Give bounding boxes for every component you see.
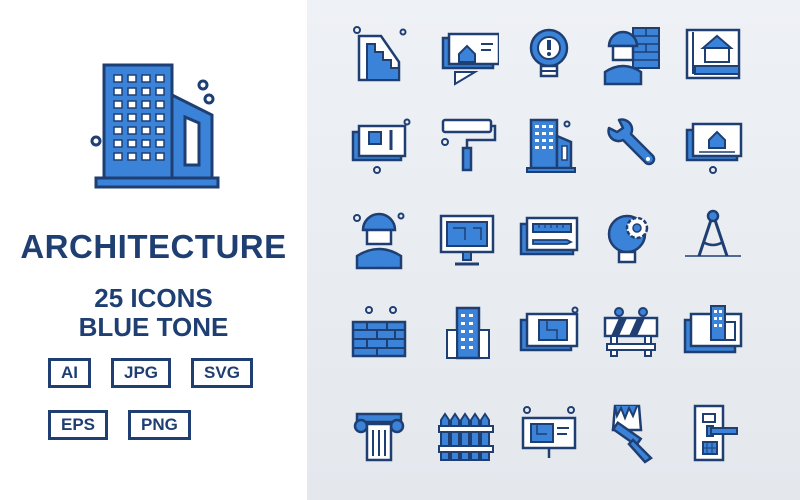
format-row-1: AI JPG SVG [48, 358, 253, 388]
skyscraper-icon [435, 300, 499, 364]
wooden-fence-icon [435, 400, 499, 464]
icon-grid-panel [307, 0, 800, 500]
wrench-icon [599, 112, 663, 176]
format-badge-jpg: JPG [111, 358, 172, 388]
icon-count: 25 ICONS [94, 283, 213, 313]
format-badge-eps: EPS [48, 410, 109, 440]
office-building-icon [90, 63, 220, 189]
style-label: BLUE TONE [78, 312, 229, 342]
format-badge-svg: SVG [191, 358, 253, 388]
presentation-plan-icon [517, 400, 581, 464]
compass-divider-icon [681, 206, 745, 270]
computer-blueprint-icon [435, 206, 499, 270]
format-row-2: EPS PNG [48, 410, 191, 440]
house-measurement-icon [681, 22, 745, 86]
ionic-column-icon [347, 400, 411, 464]
ruler-pencil-board-icon [517, 206, 581, 270]
building-icon [517, 112, 581, 176]
paint-brush-icon [599, 400, 663, 464]
house-blueprint-icon [435, 22, 499, 86]
house-plan-icon [681, 112, 745, 176]
door-handle-icon [681, 400, 745, 464]
staircase-icon [347, 22, 411, 86]
pack-title: ARCHITECTURE [20, 228, 287, 265]
builder-with-brick-wall-icon [599, 22, 663, 86]
floor-plan-board-icon [517, 300, 581, 364]
paint-roller-icon [435, 112, 499, 176]
brick-wall-icon [347, 300, 411, 364]
format-badge-ai: AI [48, 358, 91, 388]
design-board-icon [347, 112, 411, 176]
construction-worker-icon [347, 206, 411, 270]
format-badge-png: PNG [128, 410, 191, 440]
road-barrier-icon [599, 300, 663, 364]
city-blueprint-icon [681, 300, 745, 364]
idea-bulb-icon [517, 22, 581, 86]
bulb-gear-icon [599, 206, 663, 270]
left-panel: ARCHITECTURE 25 ICONS BLUE TONE AI JPG S… [0, 0, 307, 500]
